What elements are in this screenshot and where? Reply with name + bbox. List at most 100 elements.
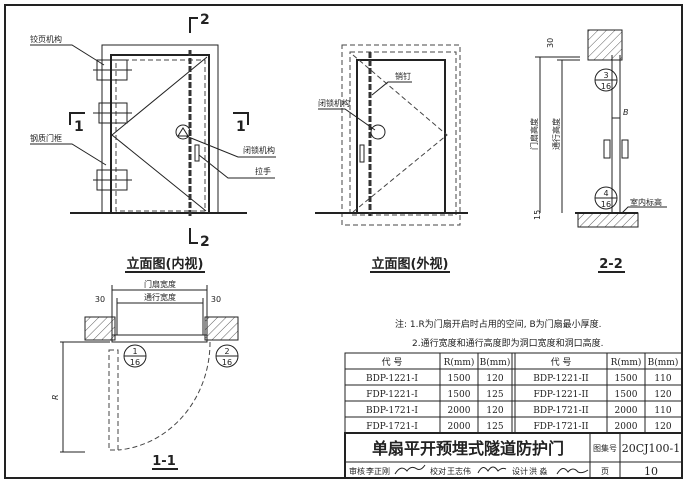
label-handle: 拉手 (255, 166, 271, 176)
dim-b: B (623, 108, 629, 117)
table-cell: 120 (486, 374, 503, 384)
reviewer-signature (394, 464, 426, 475)
check-label: 校对 (430, 466, 446, 476)
dim-15: 15 (533, 210, 542, 220)
detail-callout-4: 4 16 (594, 186, 618, 210)
dim-door-width: 门扇宽度 (144, 279, 176, 289)
svg-text:16: 16 (222, 358, 232, 367)
table-cell: 110 (654, 406, 671, 416)
detail-callout-2: 2 16 (215, 344, 239, 368)
section-2-2: 30 15 门扇高度 通行高度 B 3 16 4 16 室内标高 2-2 (529, 29, 667, 273)
table-cell: FDP-1221-I (366, 390, 418, 400)
title-block: 单扇平开预埋式隧道防护门 图集号 20CJ100-1 审核 李正刚 校对 王志伟… (344, 432, 683, 479)
label-floor-level: 室内标高 (630, 197, 662, 207)
table-header: 代 号 R(mm) B(mm) 代 号 R(mm) B(mm) (382, 357, 679, 368)
section-1-1: 门扇宽度 通行宽度 30 30 R 1 16 2 16 1-1 (51, 279, 239, 470)
section-mark-2-top: 2 (200, 12, 210, 28)
svg-text:代 号: 代 号 (551, 357, 572, 368)
table-cell: 1500 (615, 390, 638, 400)
table-cell: BDP-1721-I (366, 406, 418, 416)
table-cell: 1500 (448, 374, 471, 384)
title-elevation-outer: 立面图(外视) (372, 256, 449, 272)
note-1: 注: 1.R为门扇开启时占用的空间, B为门扇最小厚度. (395, 318, 602, 330)
table-cell: FDP-1721-II (533, 422, 589, 432)
dim-30-left: 30 (95, 295, 105, 304)
title-elevation-inner: 立面图(内视) (127, 256, 204, 272)
handle-icon (194, 144, 200, 162)
checker-name: 王志伟 (447, 466, 471, 476)
designer-name: 洪 淼 (529, 466, 548, 476)
svg-text:B(mm): B(mm) (648, 357, 679, 368)
table-cell: 2000 (615, 422, 638, 432)
elevation-outer: 销钉 闭锁机构 立面图(外视) (315, 44, 468, 273)
title-section-2-2: 2-2 (599, 257, 623, 272)
table-cell: 125 (486, 390, 503, 400)
dim-30-right: 30 (211, 295, 221, 304)
table-cell: 120 (654, 390, 671, 400)
svg-text:3: 3 (603, 71, 608, 80)
note-2: 2.通行宽度和通行高度即为洞口宽度和洞口高度. (412, 337, 603, 349)
table-cell: 110 (654, 374, 671, 384)
review-label: 审核 (349, 466, 365, 476)
label-lock-inner: 闭锁机构 (243, 145, 275, 155)
table-cell: 120 (486, 406, 503, 416)
svg-text:R(mm): R(mm) (444, 357, 475, 368)
section-mark-1-right: 1 (236, 119, 246, 135)
dim-pass-width: 通行宽度 (144, 292, 176, 302)
label-pin: 销钉 (395, 71, 411, 81)
detail-callout-1: 1 16 (123, 344, 147, 368)
door-leaf (110, 54, 210, 214)
reviewer-name: 李正刚 (366, 466, 390, 476)
table-row: BDP-1221-I 1500 120 BDP-1221-II 1500 110 (366, 374, 672, 384)
svg-text:R(mm): R(mm) (611, 357, 642, 368)
label-lock-outer: 闭锁机构 (318, 98, 350, 108)
hinge-icon (93, 59, 132, 191)
table-cell: BDP-1721-II (533, 406, 589, 416)
title-section-1-1: 1-1 (152, 454, 176, 469)
table-cell: 125 (486, 422, 503, 432)
label-frame: 钢质门框 (30, 133, 62, 143)
svg-text:16: 16 (130, 358, 140, 367)
page-number: 10 (644, 465, 658, 478)
table-row: FDP-1721-I 2000 125 FDP-1721-II 2000 120 (366, 422, 672, 432)
table-cell: BDP-1221-I (366, 374, 418, 384)
checker-signature (477, 466, 507, 474)
svg-text:代 号: 代 号 (382, 357, 403, 368)
dim-30-top: 30 (546, 38, 555, 48)
svg-text:16: 16 (601, 200, 611, 209)
svg-text:4: 4 (603, 189, 608, 198)
atlas-label: 图集号 (593, 443, 617, 453)
atlas-number: 20CJ100-1 (622, 442, 681, 455)
design-label: 设计 (512, 466, 528, 476)
section-mark-1-left: 1 (74, 119, 84, 135)
drawing-title: 单扇平开预埋式隧道防护门 (372, 439, 564, 458)
table-cell: 120 (654, 422, 671, 432)
svg-text:B(mm): B(mm) (480, 357, 511, 368)
detail-callout-3: 3 16 (594, 68, 618, 92)
dim-r: R (51, 394, 60, 400)
section-mark-2-bottom: 2 (200, 234, 210, 250)
label-hinge: 铰页机构 (30, 34, 62, 44)
swing-indicator (111, 56, 208, 212)
table-cell: 2000 (448, 422, 471, 432)
table-row: BDP-1721-I 2000 120 BDP-1721-II 2000 110 (366, 406, 672, 416)
lock-wheel-icon (175, 124, 191, 140)
dim-pass-height: 通行高度 (551, 118, 561, 150)
svg-text:1: 1 (132, 347, 137, 356)
svg-text:2: 2 (224, 347, 229, 356)
table-cell: FDP-1721-I (366, 422, 418, 432)
table-cell: 2000 (615, 406, 638, 416)
svg-text:16: 16 (601, 82, 611, 91)
table-cell: 1500 (448, 390, 471, 400)
table-cell: 1500 (615, 374, 638, 384)
spec-table: 代 号 R(mm) B(mm) 代 号 R(mm) B(mm) BDP-1221… (344, 352, 683, 434)
handle-icon (359, 144, 365, 163)
table-cell: BDP-1221-II (533, 374, 589, 384)
table-cell: 2000 (448, 406, 471, 416)
elevation-inner: 2 2 1 1 铰页机构 钢质门框 闭锁机构 拉手 立面图(内视) (30, 12, 276, 273)
designer-signature (556, 468, 589, 475)
page-label: 页 (601, 467, 609, 476)
